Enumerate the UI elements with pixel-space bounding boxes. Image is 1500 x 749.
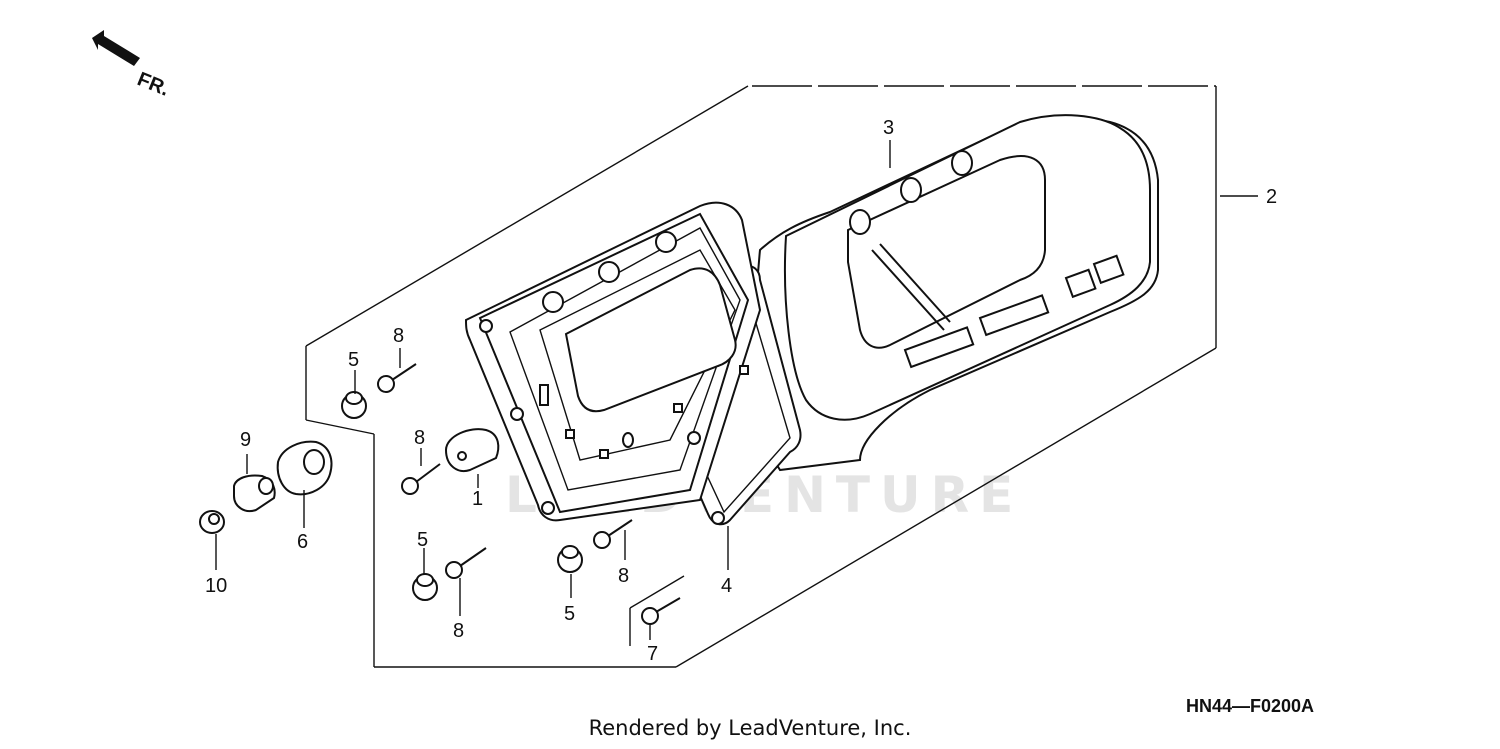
assembly-outline [305,85,1217,668]
callout-8-lower: 8 [453,620,464,642]
callout-5-upper: 5 [348,349,359,371]
rubber-mount-part[interactable] [276,440,333,496]
callout-9: 9 [240,429,251,451]
collar-part[interactable] [233,474,276,512]
callout-1: 1 [472,488,483,510]
callout-4: 4 [721,575,732,597]
grommet-part-upper[interactable] [341,391,367,419]
screw-part-7[interactable] [641,597,681,625]
meter-cover-part[interactable] [755,114,1159,472]
screw-part-c[interactable] [445,547,487,579]
callout-5-lower: 5 [417,529,428,551]
callout-3: 3 [883,117,894,139]
screw-part-a[interactable] [377,363,417,393]
diagram-code: HN44—F0200A [1186,696,1315,716]
callout-8-right: 8 [618,565,629,587]
grommet-part-lower[interactable] [412,573,438,601]
front-arrow-icon [92,30,140,66]
callout-10: 10 [205,575,227,597]
callout-8-middle: 8 [414,427,425,449]
render-credit: Rendered by LeadVenture, Inc. [588,716,912,740]
front-direction-label: FR. [134,68,172,100]
callout-2: 2 [1266,186,1277,208]
callout-8-upper: 8 [393,325,404,347]
leader-lines [215,140,1258,646]
nut-part[interactable] [199,510,225,534]
meter-case-part[interactable] [464,201,762,522]
callout-5-right: 5 [564,603,575,625]
clamp-part[interactable] [444,428,500,472]
screw-part-b[interactable] [401,463,441,495]
callout-7: 7 [647,643,658,665]
screw-part-d[interactable] [593,519,633,549]
grommet-part-right[interactable] [557,545,583,573]
callout-6: 6 [297,531,308,553]
